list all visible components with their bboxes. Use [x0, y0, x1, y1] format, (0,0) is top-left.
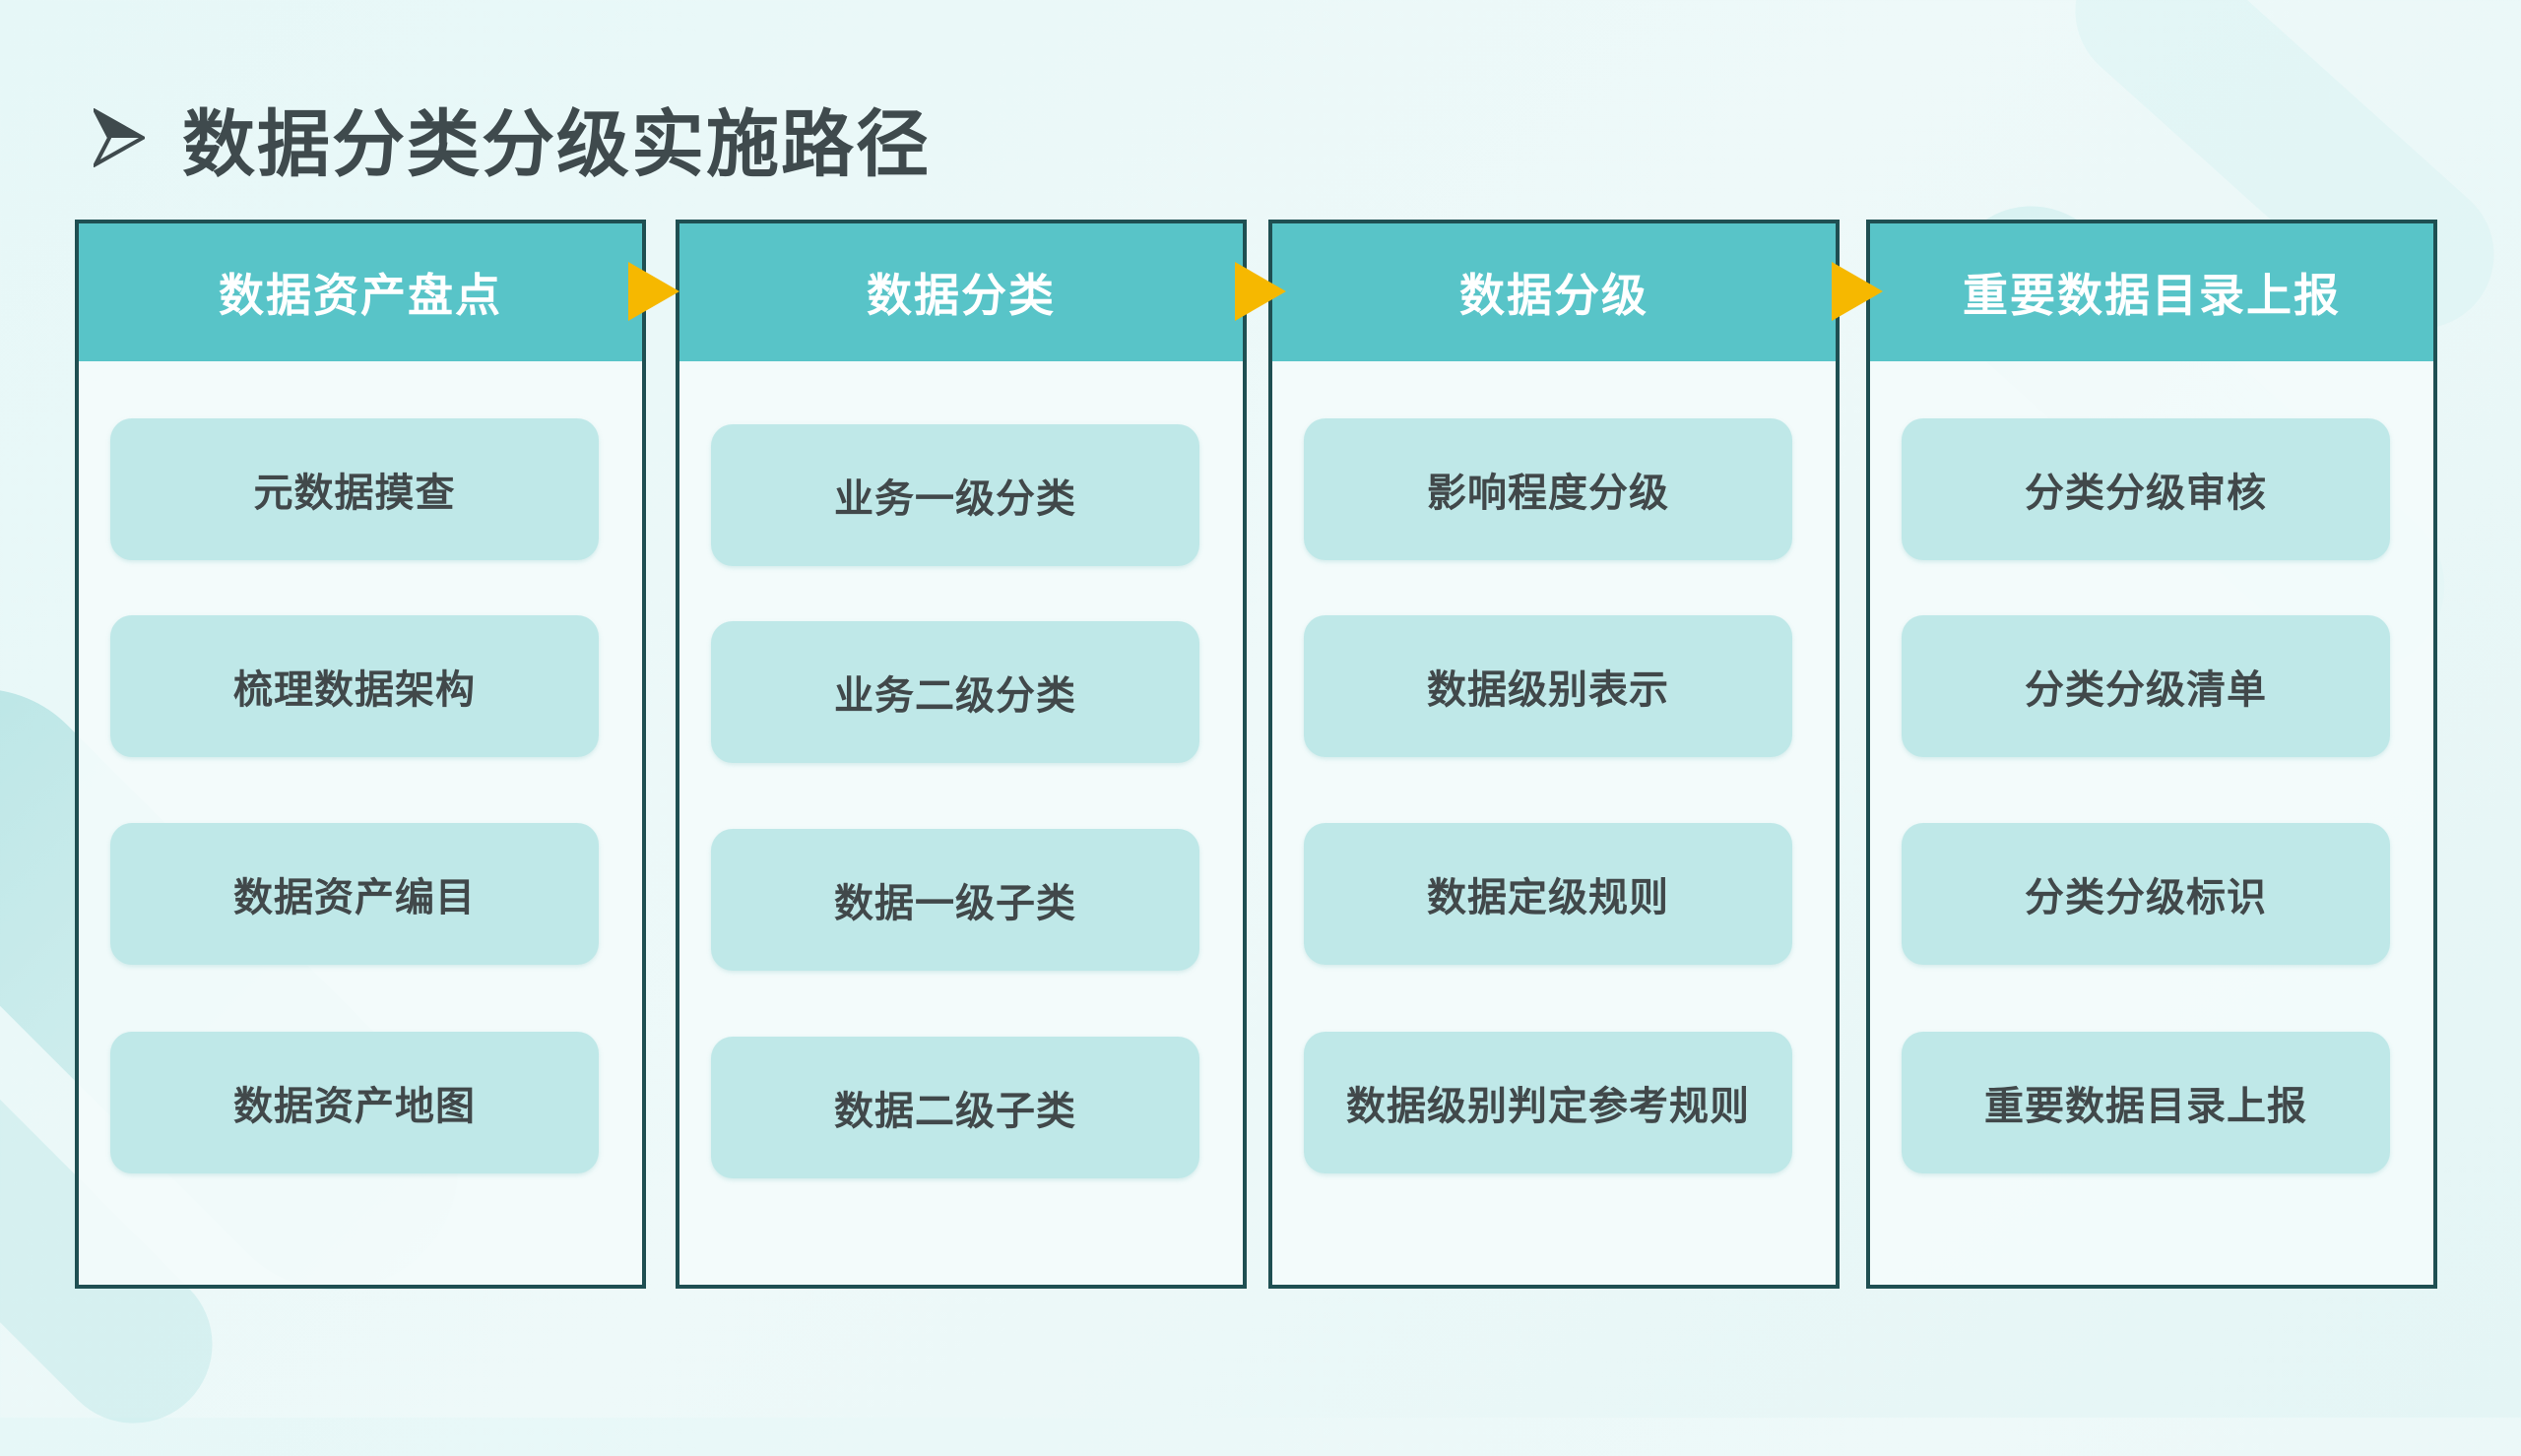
step-item: 分类分级审核 [1902, 418, 2390, 560]
step-item: 数据级别表示 [1304, 615, 1792, 757]
arrowhead-bullet-icon [94, 108, 145, 167]
step-item: 数据定级规则 [1304, 823, 1792, 965]
page-title: 数据分类分级实施路径 [182, 101, 931, 187]
page-title-row: 数据分类分级实施路径 [94, 79, 931, 197]
step-item: 梳理数据架构 [110, 615, 599, 757]
step-item: 业务二级分类 [711, 621, 1199, 763]
step-item: 重要数据目录上报 [1902, 1032, 2390, 1173]
step-item: 元数据摸查 [110, 418, 599, 560]
column-header: 数据资产盘点 [79, 223, 642, 361]
step-item: 数据资产编目 [110, 823, 599, 965]
process-column-grading: 数据分级 影响程度分级 数据级别表示 数据定级规则 数据级别判定参考规则 [1268, 220, 1840, 1289]
step-item: 业务一级分类 [711, 424, 1199, 566]
process-column-asset-inventory: 数据资产盘点 元数据摸查 梳理数据架构 数据资产编目 数据资产地图 [75, 220, 646, 1289]
step-item: 分类分级清单 [1902, 615, 2390, 757]
step-item: 数据级别判定参考规则 [1304, 1032, 1792, 1173]
column-header: 数据分级 [1272, 223, 1836, 361]
yellow-triangle-arrow-icon [628, 262, 679, 321]
step-item: 影响程度分级 [1304, 418, 1792, 560]
process-column-classification: 数据分类 业务一级分类 业务二级分类 数据一级子类 数据二级子类 [676, 220, 1247, 1289]
step-item: 分类分级标识 [1902, 823, 2390, 965]
yellow-triangle-arrow-icon [1235, 262, 1286, 321]
column-header: 数据分类 [679, 223, 1243, 361]
step-item: 数据资产地图 [110, 1032, 599, 1173]
column-header: 重要数据目录上报 [1870, 223, 2433, 361]
step-item: 数据一级子类 [711, 829, 1199, 971]
step-item: 数据二级子类 [711, 1037, 1199, 1178]
yellow-triangle-arrow-icon [1832, 262, 1883, 321]
process-column-important-data-report: 重要数据目录上报 分类分级审核 分类分级清单 分类分级标识 重要数据目录上报 [1866, 220, 2437, 1289]
